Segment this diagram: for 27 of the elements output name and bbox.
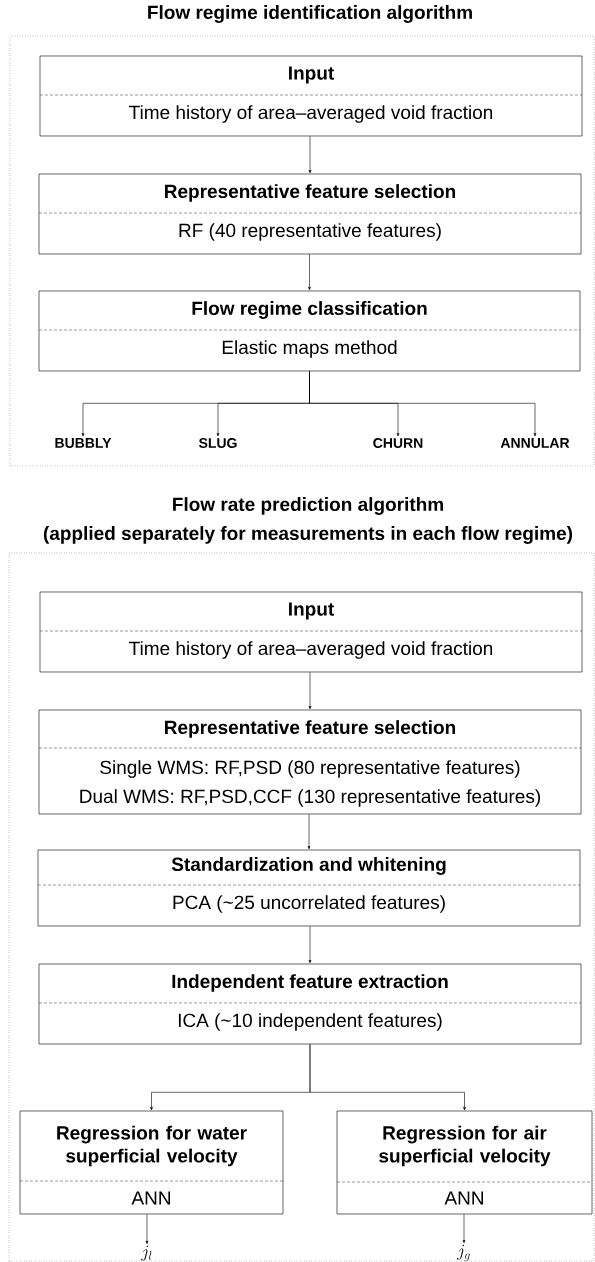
regime-label: BUBBLY	[55, 438, 112, 448]
arrow	[307, 814, 311, 850]
arrow	[308, 926, 312, 964]
process-box: Input Time history of area–averaged void fraction	[39, 55, 583, 137]
regime-label: CHURN	[373, 438, 423, 448]
node-label: (applied separately for measurements in each flow regime)	[43, 526, 573, 544]
process-box: Standardization and whitening PCA (~25 uncorrelated features)	[37, 849, 581, 927]
process-box: Regression for water superficial velocity ANN	[19, 1110, 284, 1215]
regime-label: SLUG	[198, 438, 237, 448]
output-symbol: $j_g$	[457, 1244, 470, 1262]
node-label: Flow regime identification algorithm	[148, 5, 472, 23]
arrow	[462, 1214, 466, 1244]
arrow	[309, 1044, 466, 1111]
process-box: Input Time history of area–averaged void fraction	[39, 591, 583, 673]
process-box: Representative feature selection RF (40 representative features)	[38, 173, 582, 255]
arrow	[145, 1214, 149, 1244]
node-label: Flow rate prediction algorithm	[173, 497, 444, 515]
process-box: Independent feature extraction ICA (~10 independent features)	[38, 963, 582, 1045]
arrow	[308, 136, 312, 174]
process-box: Flow regime classification Elastic maps method	[38, 290, 581, 372]
process-box: Regression for air superficial velocity ANN	[336, 1110, 593, 1215]
arrow	[308, 254, 311, 291]
process-box: Representative feature selection Single WMS: RF,PSD (80 representative features) Dual WMS: RF,PSD,CCF (130 representative features)	[38, 709, 582, 815]
output-symbol: $j_l$	[141, 1245, 152, 1261]
arrow	[308, 672, 312, 710]
arrow	[309, 371, 537, 437]
regime-label: ANNULAR	[500, 438, 570, 448]
